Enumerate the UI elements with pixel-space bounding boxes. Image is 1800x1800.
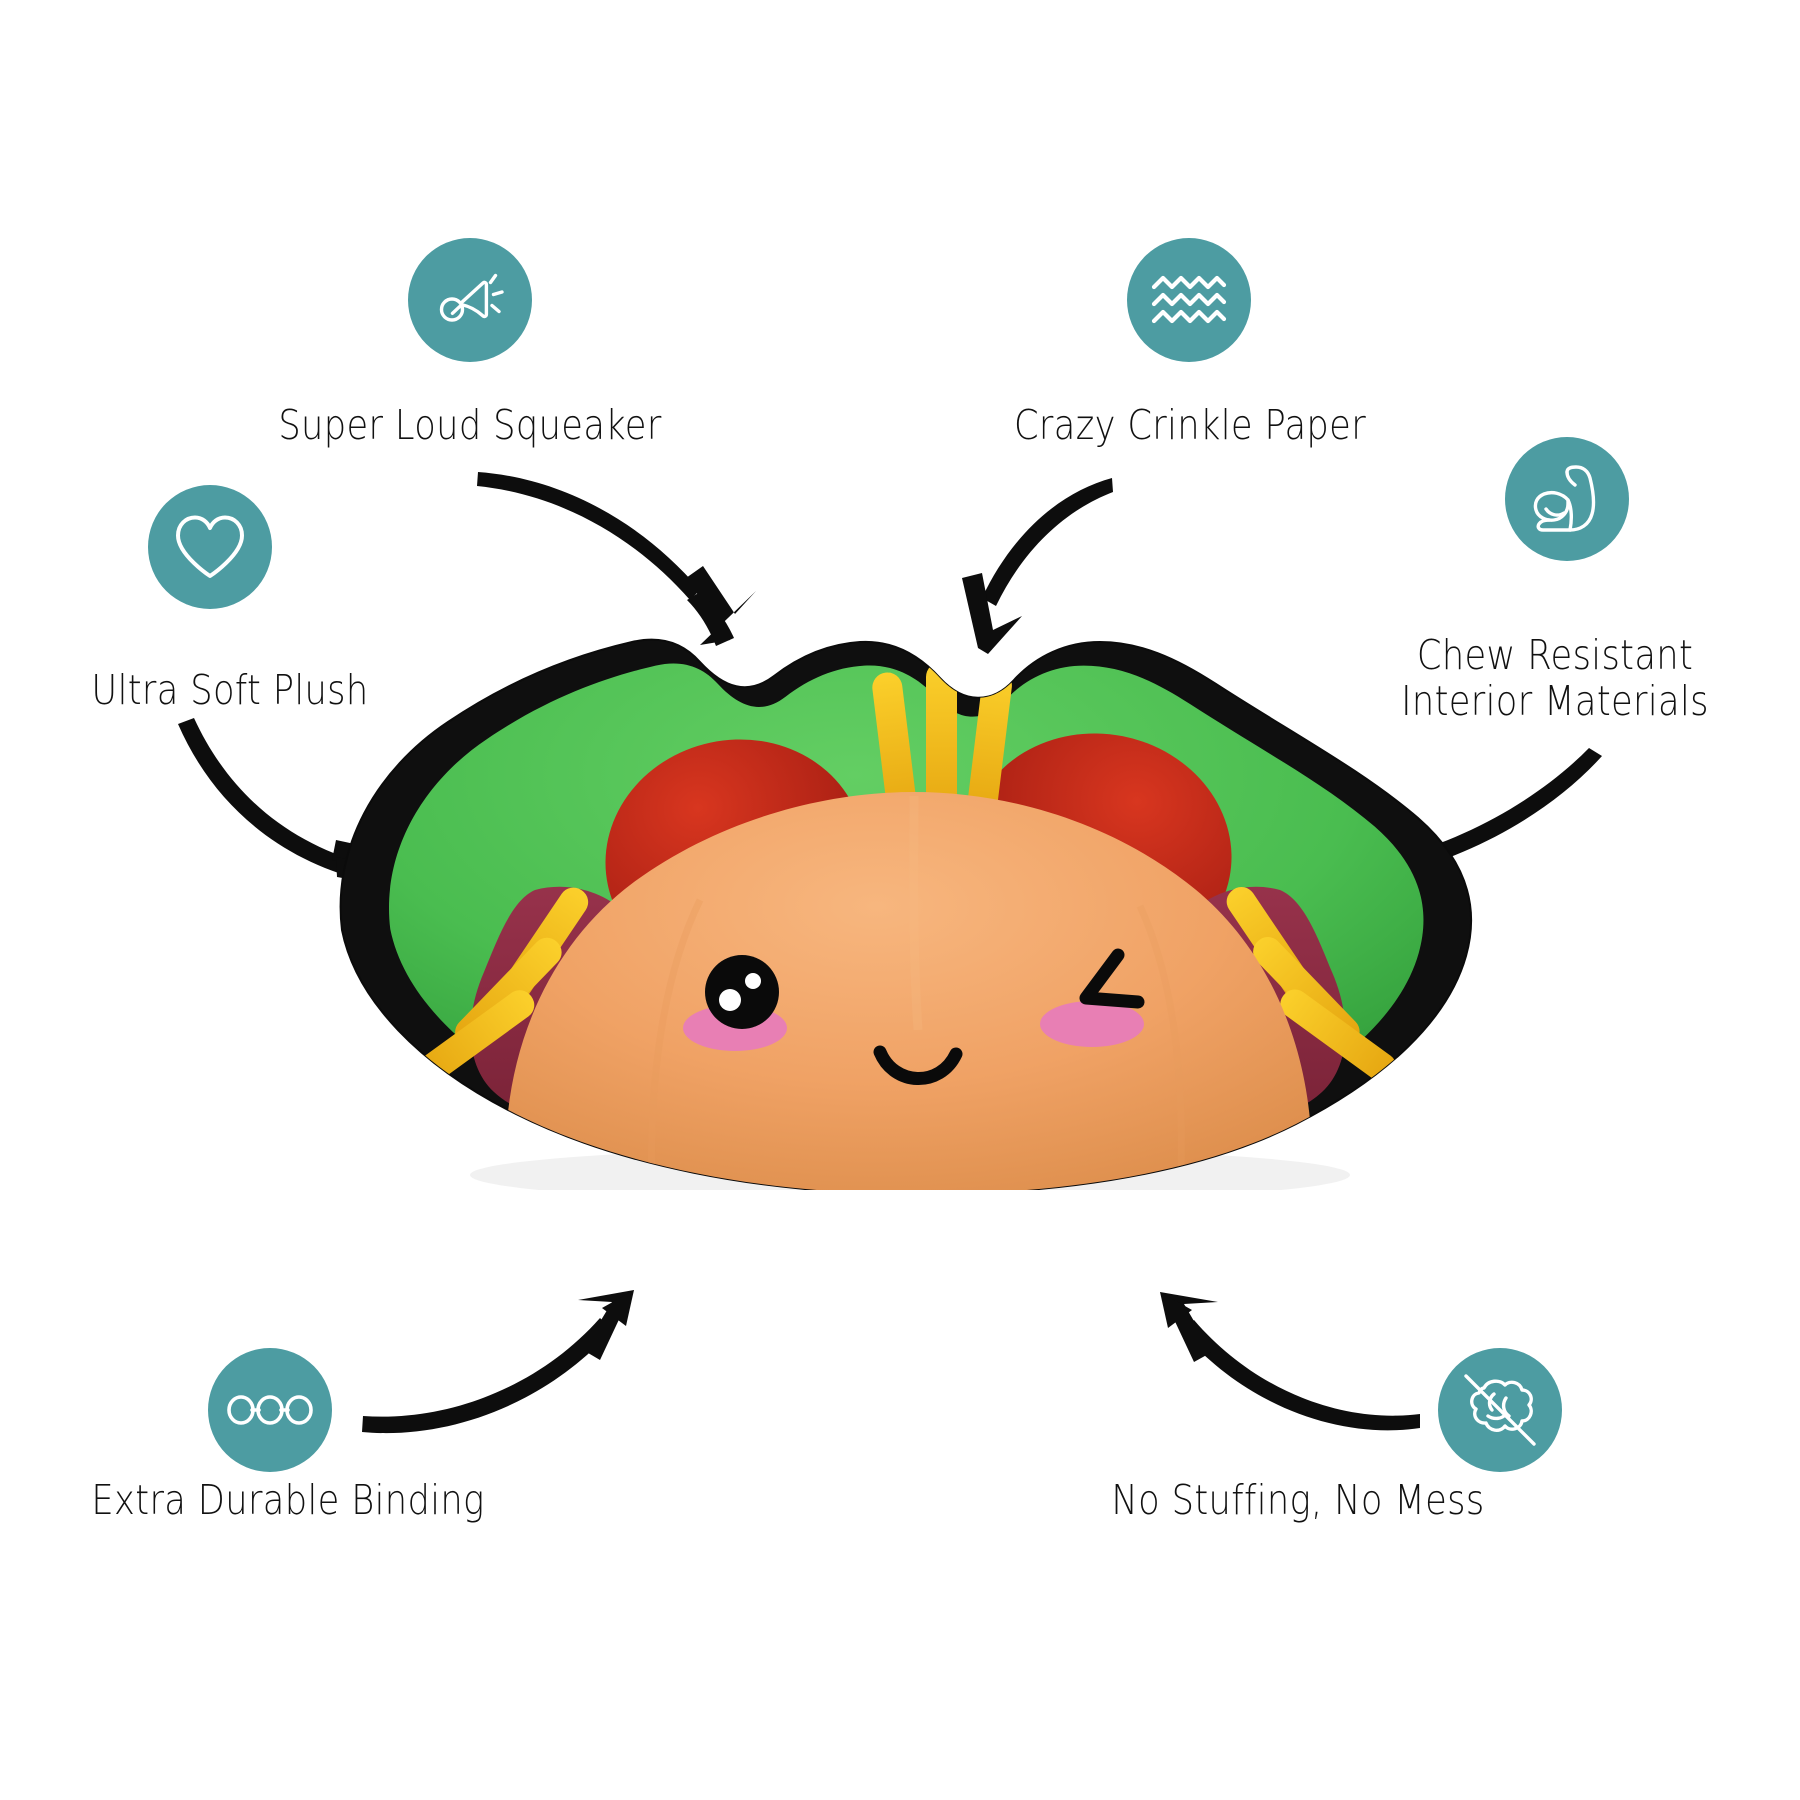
toy-fabric-area xyxy=(388,662,1424,1190)
badge-ultra-soft-plush xyxy=(148,485,272,609)
blush-right xyxy=(1040,1001,1144,1047)
label-ultra-soft-plush: Ultra Soft Plush xyxy=(91,666,369,714)
kawaii-face xyxy=(683,948,1145,1085)
mouth-smile xyxy=(873,1045,963,1085)
megaphone-icon xyxy=(439,273,504,322)
badge-super-loud-squeaker xyxy=(408,238,532,362)
arrow-no-stuffing-no-mess xyxy=(1160,1292,1420,1431)
heart-icon xyxy=(176,515,244,578)
label-no-stuffing-no-mess: No Stuffing, No Mess xyxy=(1111,1476,1485,1524)
label-extra-durable-binding: Extra Durable Binding xyxy=(91,1476,485,1524)
cheese-strips-right xyxy=(1226,887,1397,1082)
chain-link-icon xyxy=(227,1395,313,1425)
label-chew-resistant: Chew Resistant Interior Materials xyxy=(1401,631,1709,725)
badge-crazy-crinkle-paper xyxy=(1127,238,1251,362)
arrow-extra-durable-binding xyxy=(362,1290,634,1434)
taco-shell-front xyxy=(505,792,1312,1190)
flexed-bicep-icon xyxy=(1533,465,1596,532)
cheese-strips-center xyxy=(872,662,1012,824)
badge-chew-resistant xyxy=(1505,437,1629,561)
product-image-taco-plush-toy xyxy=(280,600,1520,1190)
no-stuffing-cloud-icon xyxy=(1464,1374,1536,1446)
eye-left-open xyxy=(705,955,779,1029)
label-crazy-crinkle-paper: Crazy Crinkle Paper xyxy=(1013,401,1367,449)
eye-right-wink xyxy=(1079,948,1145,1009)
badge-extra-durable-binding xyxy=(208,1348,332,1472)
badge-no-stuffing-no-mess xyxy=(1438,1348,1562,1472)
cheese-strips-left xyxy=(418,887,589,1083)
crinkle-waves-icon xyxy=(1151,275,1227,324)
label-super-loud-squeaker: Super Loud Squeaker xyxy=(278,401,662,449)
